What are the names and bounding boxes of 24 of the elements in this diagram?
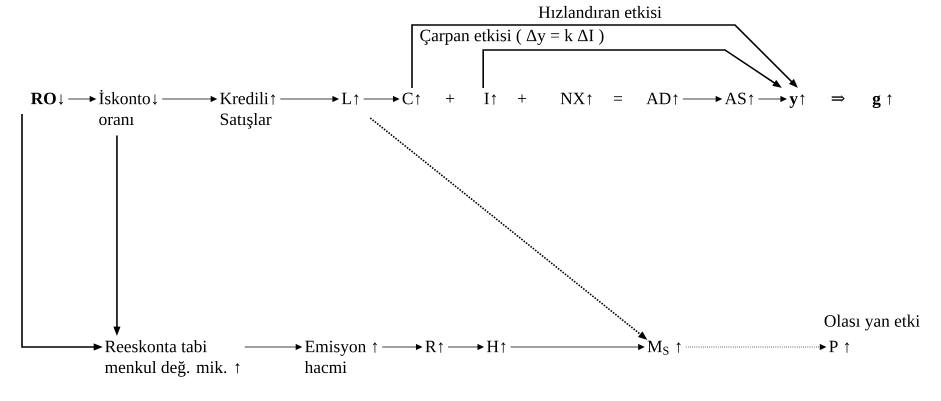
edge-label: Hızlandıran etkisi <box>536 4 664 20</box>
term-text: Emisyon ↑ hacmi <box>304 340 377 374</box>
term-text: M$_{S}$ ↑ <box>648 340 681 355</box>
side-note: Olası yan etki <box>824 314 920 330</box>
term-text: H↑ <box>486 340 506 353</box>
term-text: AD↑ <box>646 92 678 105</box>
edge-label: Çarpan etkisi ( Δy = k ΔI ) <box>418 28 606 46</box>
term-text: C↑ <box>402 92 420 105</box>
term-text: AS↑ <box>724 92 754 105</box>
operator-sign: ⇒ <box>832 95 845 102</box>
term-text: Reeskonta tabi menkul değ. mik. ↑ <box>104 340 240 377</box>
operator-sign: + <box>518 94 526 102</box>
term-text: İskonto↓ oranı <box>99 90 157 126</box>
term-text: L↑ <box>342 92 358 105</box>
term-text: g ↑ <box>872 94 892 108</box>
operator-sign: = <box>614 96 622 101</box>
term-text: Kredili↑ Satışlar <box>220 92 276 129</box>
term-text: NX↑ <box>560 92 592 105</box>
term-text: y↑ <box>790 94 804 108</box>
operator-sign: + <box>446 94 454 102</box>
term-text: I↑ <box>484 92 496 105</box>
term-text: P ↑ <box>829 340 850 353</box>
term-text: RO↓ <box>30 92 64 105</box>
term-text: R↑ <box>425 340 443 353</box>
